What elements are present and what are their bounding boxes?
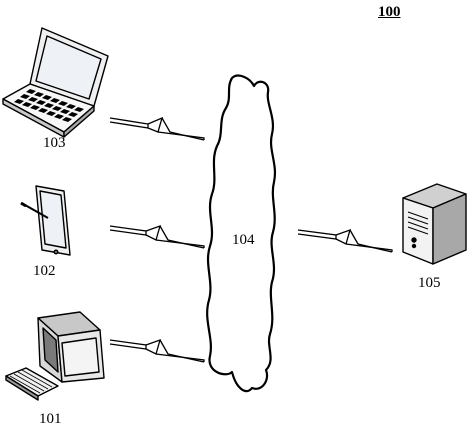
network-label: 104 [232, 232, 255, 248]
laptop-icon [2, 27, 109, 138]
link-104-105 [297, 228, 393, 253]
desktop-label: 101 [39, 411, 62, 427]
link-101-104 [109, 338, 205, 363]
link-102-104 [109, 224, 205, 249]
link-103-104 [109, 116, 205, 141]
wireless-links [109, 116, 393, 363]
tablet-icon [20, 185, 71, 256]
server-label: 105 [418, 275, 441, 291]
server-drive-bays [407, 211, 429, 235]
laptop-keyboard [14, 89, 84, 122]
laptop-label: 103 [43, 135, 66, 151]
tablet-label: 102 [33, 263, 56, 279]
desktop-computer-icon [5, 311, 105, 401]
server-icon [402, 183, 467, 265]
desktop-keyboard-keys [9, 369, 53, 394]
figure-reference-label: 100 [378, 4, 401, 20]
cloud-network-icon [206, 74, 276, 393]
